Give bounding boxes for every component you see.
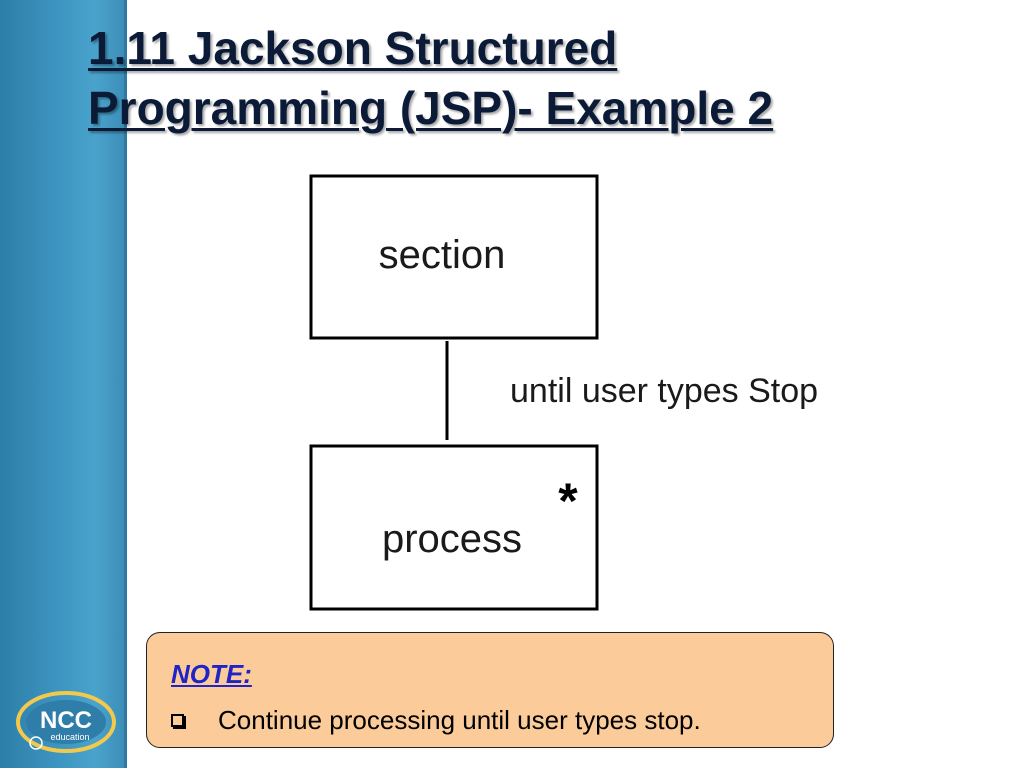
iteration-condition: until user types Stop bbox=[510, 372, 818, 410]
checkbox-bullet-icon bbox=[171, 714, 184, 727]
logo-ring bbox=[16, 691, 116, 753]
section-box bbox=[309, 174, 599, 340]
slide-title: 1.11 Jackson Structured Programming (JSP… bbox=[88, 18, 988, 138]
jsp-diagram: section until user types Stop process * bbox=[309, 174, 818, 611]
logo-text: NCC bbox=[40, 707, 92, 734]
process-box bbox=[309, 444, 599, 611]
note-heading: NOTE: bbox=[171, 659, 252, 689]
process-box-label: process bbox=[382, 517, 522, 561]
logo-subtext: education bbox=[50, 732, 89, 742]
title-line-2: Programming (JSP)- Example 2 bbox=[88, 82, 774, 134]
sidebar-stripe bbox=[0, 0, 127, 768]
title-line-1: 1.11 Jackson Structured bbox=[88, 22, 618, 74]
ncc-education-logo: NCC education bbox=[16, 691, 116, 753]
logo-fill bbox=[26, 700, 106, 744]
note-box: NOTE: Continue processing until user typ… bbox=[146, 632, 834, 748]
section-box-label: section bbox=[379, 233, 506, 277]
note-item-text: Continue processing until user types sto… bbox=[218, 705, 701, 735]
globe-icon bbox=[29, 736, 43, 750]
iteration-asterisk: * bbox=[558, 473, 578, 529]
note-item: Continue processing until user types sto… bbox=[171, 705, 701, 736]
